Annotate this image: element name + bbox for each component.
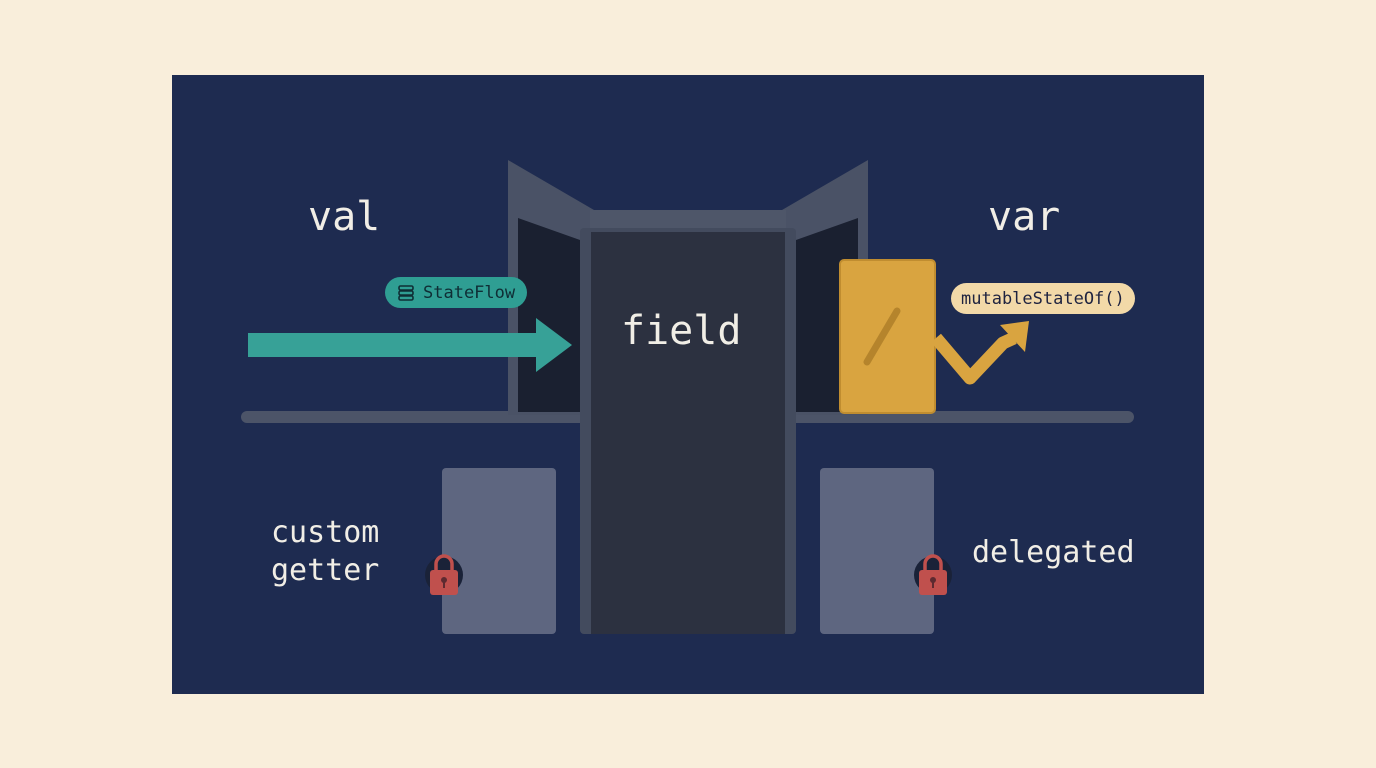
- center-pillar: [591, 232, 785, 634]
- lock-icon: [914, 554, 952, 595]
- zigzag-arrow-icon: [931, 321, 1029, 385]
- gold-block: [840, 260, 935, 413]
- mutable-state-pill-label: mutableStateOf(): [961, 288, 1125, 309]
- right-arrow-icon: [248, 318, 572, 372]
- delegated-label: delegated: [972, 535, 1135, 570]
- slash-icon: [863, 307, 901, 366]
- stack-arrows-icon: [398, 284, 414, 301]
- right-box: [820, 468, 934, 634]
- custom-getter-line1: custom: [271, 515, 380, 550]
- stateflow-pill: StateFlow: [385, 277, 528, 308]
- mutable-state-pill: mutableStateOf(): [951, 283, 1135, 314]
- lock-icon: [425, 554, 463, 595]
- stateflow-pill-label: StateFlow: [423, 282, 516, 303]
- gold-block-shade: [839, 259, 936, 414]
- left-door-opening: [518, 218, 580, 412]
- custom-getter-line2: getter: [271, 553, 380, 588]
- var-label: var: [988, 194, 1061, 240]
- custom-getter-label: custom getter: [271, 514, 379, 590]
- val-label: val: [308, 194, 381, 240]
- field-label: field: [621, 308, 742, 354]
- left-box: [442, 468, 556, 634]
